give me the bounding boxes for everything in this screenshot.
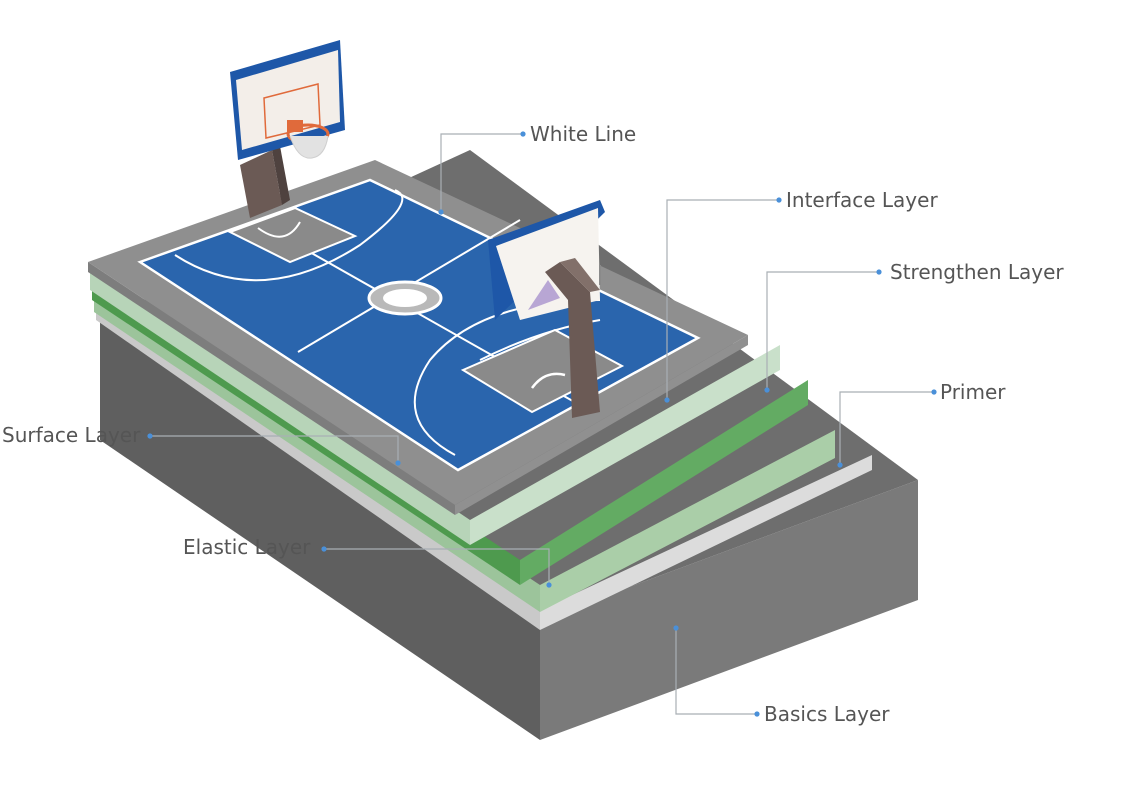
label-primer: Primer [940,380,1006,404]
near-basketball-hoop [488,200,605,418]
label-elastic-layer: Elastic Layer [183,535,311,559]
label-interface-layer: Interface Layer [786,188,938,212]
far-basketball-hoop [230,40,345,218]
leader-lines [147,131,937,717]
label-strengthen-layer: Strengthen Layer [890,260,1064,284]
label-white-line: White Line [530,122,637,146]
label-basics-layer: Basics Layer [764,702,890,726]
label-surface-layer: Surface Layer [2,423,141,447]
